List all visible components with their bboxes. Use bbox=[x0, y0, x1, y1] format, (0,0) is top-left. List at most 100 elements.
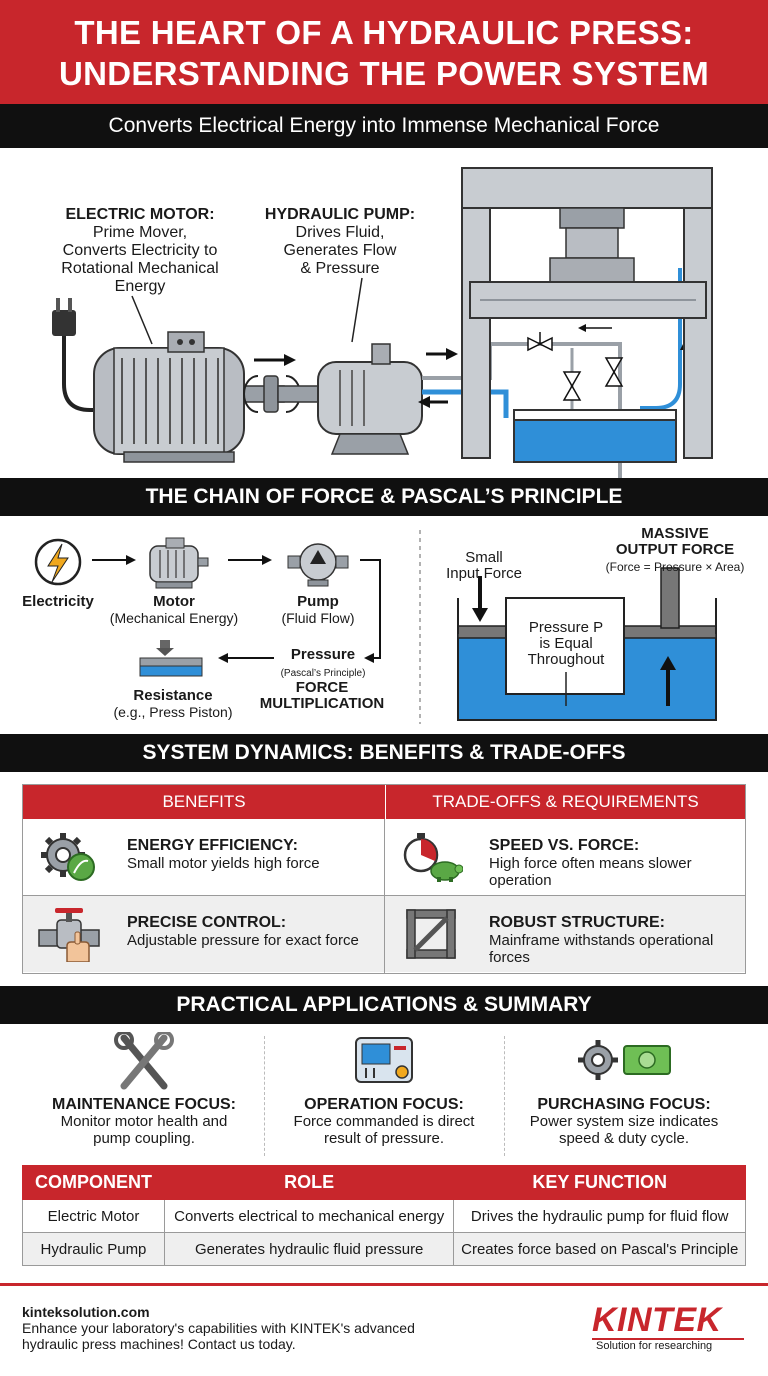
purchasing-focus-text: Power system size indicates bbox=[529, 1113, 719, 1130]
motor-callout-line: Rotational Mechanical bbox=[61, 260, 219, 277]
valve-icon bbox=[604, 357, 624, 387]
motor-stage-title: Motor bbox=[153, 593, 195, 610]
flow-arrow-icon bbox=[426, 348, 458, 360]
pressure-text-line: Throughout bbox=[527, 651, 605, 668]
website-link[interactable]: kinteksolution.com bbox=[22, 1304, 150, 1320]
wrench-icon bbox=[114, 1032, 174, 1090]
applications-section-heading: PRACTICAL APPLICATIONS & SUMMARY bbox=[0, 986, 768, 1024]
motor-callout: ELECTRIC MOTOR: Prime Mover, Converts El… bbox=[40, 206, 240, 296]
maintenance-focus-title: MAINTENANCE FOCUS: bbox=[52, 1096, 236, 1113]
valve-hand-icon bbox=[38, 908, 100, 962]
motor-callout-line: Energy bbox=[114, 278, 166, 295]
tradeoff-cell-speed: SPEED VS. FORCE:High force often means s… bbox=[385, 819, 745, 895]
tradeoff-cell-structure: ROBUST STRUCTURE:Mainframe withstands op… bbox=[385, 896, 745, 972]
tradeoffs-column-header: TRADE-OFFS & REQUIREMENTS bbox=[385, 785, 745, 819]
pressure-stage-label: Pressure (Pascal’s Principle) bbox=[270, 647, 376, 682]
table-row: Hydraulic Pump Generates hydraulic fluid… bbox=[22, 1232, 746, 1266]
footer-cta-line: Enhance your laboratory's capabilities w… bbox=[22, 1320, 415, 1336]
motor-callout-line: Converts Electricity to bbox=[62, 242, 218, 259]
brand-tagline: Solution for researching bbox=[596, 1340, 713, 1352]
table-cell: Electric Motor bbox=[22, 1199, 165, 1233]
maintenance-focus-text: Monitor motor health and bbox=[60, 1113, 228, 1130]
force-mult-line: FORCE bbox=[295, 679, 349, 696]
brand-underline bbox=[592, 1338, 744, 1340]
resistance-stage-label: Resistance (e.g., Press Piston) bbox=[100, 687, 246, 721]
table-row: Electric Motor Converts electrical to me… bbox=[22, 1199, 746, 1233]
brand-name: KINTEK bbox=[592, 1301, 722, 1339]
massive-output-line: OUTPUT FORCE bbox=[615, 541, 735, 558]
fluid-reservoir-illustration bbox=[513, 409, 677, 463]
lightning-icon bbox=[34, 538, 82, 586]
massive-output-line: MASSIVE bbox=[641, 525, 709, 542]
tradeoff-text: Mainframe withstands operational forces bbox=[489, 932, 714, 966]
flow-arrow-icon bbox=[254, 354, 296, 366]
title-banner: THE HEART OF A HYDRAULIC PRESS: UNDERSTA… bbox=[0, 0, 768, 104]
small-input-force-label: Small Input Force bbox=[436, 550, 532, 582]
pressure-stage-sub: (Pascal’s Principle) bbox=[280, 668, 366, 679]
table-header-cell: ROLE bbox=[163, 1165, 455, 1200]
chain-diagram bbox=[34, 530, 717, 724]
flow-arrow-icon bbox=[228, 555, 272, 565]
benefit-text: Adjustable pressure for exact force bbox=[127, 932, 359, 949]
footer-divider bbox=[0, 1283, 768, 1286]
motor-callout-title: ELECTRIC MOTOR: bbox=[65, 206, 215, 223]
tradeoff-text: High force often means slower operation bbox=[489, 855, 692, 889]
cylinder-line bbox=[640, 268, 682, 410]
pressure-stage-title: Pressure bbox=[290, 646, 356, 663]
motor-stage-sub: (Mechanical Energy) bbox=[109, 610, 239, 626]
purchasing-focus-card: PURCHASING FOCUS: Power system size indi… bbox=[504, 1032, 744, 1162]
flow-arrow-icon bbox=[418, 396, 448, 408]
purchasing-focus-title: PURCHASING FOCUS: bbox=[537, 1096, 711, 1113]
output-force-arrow-icon bbox=[660, 656, 676, 706]
stopwatch-turtle-icon bbox=[403, 833, 463, 882]
electricity-text: Electricity bbox=[22, 593, 94, 610]
tradeoff-title: ROBUST STRUCTURE: bbox=[489, 914, 665, 931]
pump-callout-title: HYDRAULIC PUMP: bbox=[264, 206, 416, 223]
frame-icon bbox=[406, 909, 456, 959]
press-diagram bbox=[52, 167, 713, 478]
benefit-text: Small motor yields high force bbox=[127, 855, 320, 872]
electricity-label: Electricity bbox=[12, 594, 104, 610]
pump-stage-label: Pump (Fluid Flow) bbox=[268, 593, 368, 627]
flow-arrow-icon bbox=[360, 559, 381, 659]
flow-arrow-icon bbox=[578, 324, 612, 332]
operation-focus-text: result of pressure. bbox=[323, 1130, 445, 1147]
benefits-tradeoffs-grid: BENEFITS TRADE-OFFS & REQUIREMENTS ENERG… bbox=[22, 784, 746, 974]
table-cell: Generates hydraulic fluid pressure bbox=[163, 1232, 455, 1266]
maintenance-focus-card: MAINTENANCE FOCUS: Monitor motor health … bbox=[24, 1032, 264, 1162]
press-frame-illustration bbox=[461, 167, 713, 459]
power-plug-icon bbox=[52, 298, 104, 412]
resistance-stage-title: Resistance bbox=[133, 687, 213, 704]
hydraulic-pump-illustration bbox=[317, 343, 423, 455]
valve-icon bbox=[527, 332, 553, 352]
chain-of-force-panel: Electricity Motor (Mechanical Energy) Pu… bbox=[0, 516, 768, 734]
dynamics-section-heading: SYSTEM DYNAMICS: BENEFITS & TRADE-OFFS bbox=[0, 734, 768, 772]
motor-leader-line bbox=[131, 295, 153, 345]
table-cell: Converts electrical to mechanical energy bbox=[163, 1199, 455, 1233]
pump-callout: HYDRAULIC PUMP: Drives Fluid, Generates … bbox=[258, 206, 422, 278]
pump-callout-line: Drives Fluid, bbox=[295, 224, 385, 241]
small-input-line: Small bbox=[465, 549, 503, 566]
table-header-cell: COMPONENT bbox=[22, 1165, 165, 1200]
operation-focus-text: Force commanded is direct bbox=[293, 1113, 475, 1130]
flow-arrow-icon bbox=[218, 653, 274, 663]
operation-focus-card: OPERATION FOCUS: Force commanded is dire… bbox=[264, 1032, 504, 1162]
resistance-stage-sub: (e.g., Press Piston) bbox=[113, 704, 233, 720]
control-panel-icon bbox=[355, 1037, 413, 1083]
benefits-column-header: BENEFITS bbox=[23, 785, 385, 819]
benefit-title: PRECISE CONTROL: bbox=[127, 914, 287, 931]
piston-icon bbox=[139, 640, 203, 677]
motor-callout-line: Prime Mover, bbox=[92, 224, 188, 241]
table-header-cell: KEY FUNCTION bbox=[453, 1165, 746, 1200]
operation-focus-title: OPERATION FOCUS: bbox=[304, 1096, 464, 1113]
brand-logo: KINTEK Solution for researching bbox=[592, 1300, 748, 1360]
return-pipe bbox=[422, 389, 509, 418]
flow-arrow-icon bbox=[92, 555, 136, 565]
motor-stage-label: Motor (Mechanical Energy) bbox=[106, 593, 242, 627]
benefit-title: ENERGY EFFICIENCY: bbox=[127, 837, 298, 854]
motor-icon bbox=[149, 537, 209, 589]
table-header-row: COMPONENT ROLE KEY FUNCTION bbox=[22, 1165, 746, 1200]
pump-stage-title: Pump bbox=[297, 593, 339, 610]
pump-callout-line: Generates Flow bbox=[283, 242, 397, 259]
force-formula: (Force = Pressure × Area) bbox=[605, 560, 745, 574]
